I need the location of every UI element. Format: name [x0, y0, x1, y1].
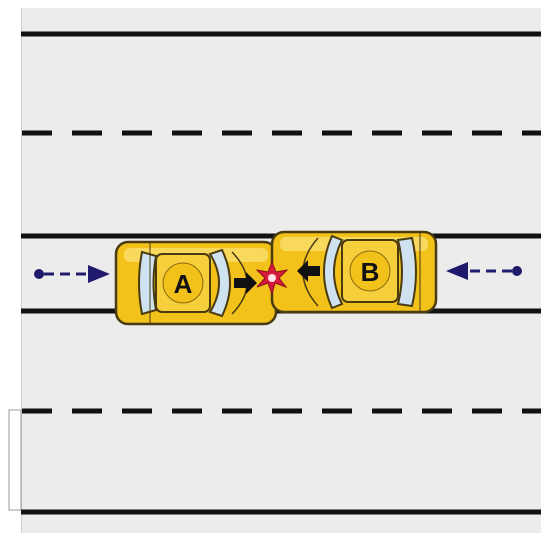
- vehicle-a: A: [116, 242, 276, 324]
- vehicle-a-label: A: [174, 269, 193, 299]
- vehicle-b: B: [272, 232, 436, 312]
- vehicle-b-label: B: [361, 257, 380, 287]
- side-marker-box: [9, 410, 21, 510]
